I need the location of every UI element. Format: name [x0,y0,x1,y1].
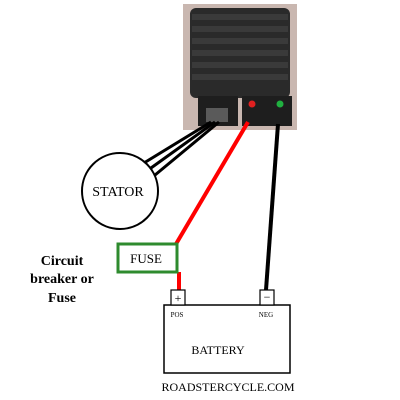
neg-terminal-label: NEG [259,311,273,319]
pos-terminal-label: POS [171,311,184,319]
plus-sign: + [175,291,182,305]
note-line-3: Fuse [48,291,76,306]
minus-sign: − [264,290,271,304]
positive-wire [174,120,250,291]
battery-label: BATTERY [191,343,245,357]
positive-post [170,289,186,306]
negative-post [259,289,275,306]
stator-label: STATOR [92,185,144,200]
negative-terminal-dot [276,100,284,108]
positive-terminal-dot [248,100,256,108]
circuit-breaker-note: Circuit breaker or Fuse [30,254,94,306]
fuse-label: FUSE [130,251,162,266]
regulator-rectifier-image [183,4,297,130]
note-line-2: breaker or [30,272,94,287]
stator: STATOR [81,152,159,230]
battery: + − POS NEG BATTERY [163,289,291,374]
fuse: FUSE [116,242,179,274]
negative-wire [264,123,280,291]
stator-wires [138,120,220,182]
site-credit: ROADSTERCYCLE.COM [161,380,294,394]
note-line-1: Circuit [41,254,84,269]
